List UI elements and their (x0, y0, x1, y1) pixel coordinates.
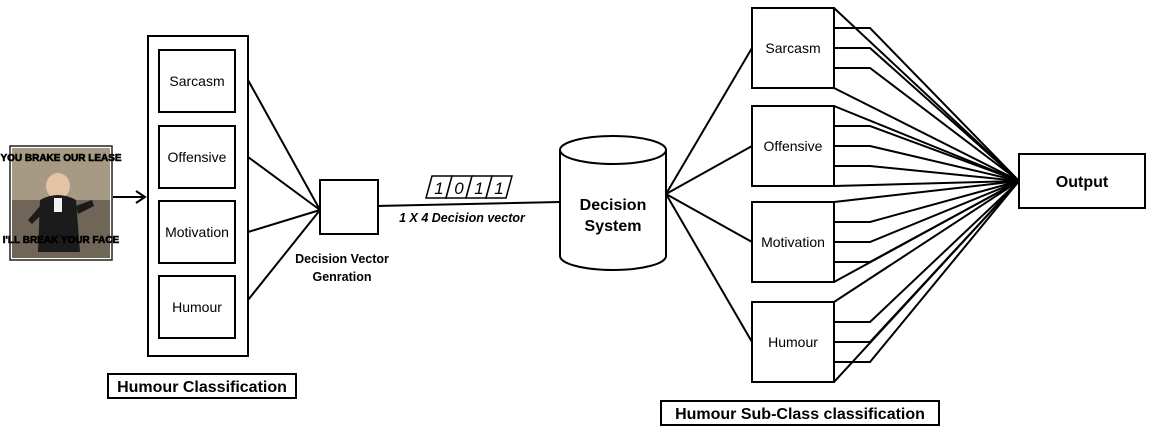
decision-system-label-line2: System (585, 218, 642, 235)
bit-cell (485, 175, 513, 199)
bit-value: 0 (454, 179, 464, 198)
classifier-connectors (247, 79, 321, 301)
humour-classification-caption: Humour Classification (117, 379, 287, 396)
decision-system-label-line1: Decision (580, 197, 647, 214)
decision-vector-box (319, 179, 379, 235)
connector-line (834, 27, 1020, 182)
connector-line (833, 180, 1020, 187)
connector-line (834, 165, 1020, 182)
humour-classification-caption-box (107, 373, 297, 399)
meme-image: YOU BRAKE OUR LEASE I'LL BREAK YOUR FACE (0, 145, 122, 261)
bit-value: 1 (474, 179, 483, 198)
sub-class-label: Sarcasm (765, 40, 820, 56)
connector-line (247, 209, 321, 301)
bit-value: 1 (494, 179, 503, 198)
class-label: Offensive (168, 149, 227, 165)
sub-class-box (751, 201, 835, 283)
decision-vector-caption-line1: Decision Vector (295, 252, 389, 266)
class-box (158, 275, 236, 339)
input-arrow (113, 190, 147, 204)
decision-vector-label: 1 X 4 Decision vector (399, 211, 526, 225)
connector-line (665, 47, 753, 195)
meme-top-text: YOU BRAKE OUR LEASE (0, 153, 121, 164)
connector-line (833, 180, 1020, 383)
sub-class-label: Offensive (764, 138, 823, 154)
decision-system-cylinder: Decision System (559, 135, 667, 271)
class-label: Motivation (165, 224, 229, 240)
connector-line (834, 180, 1020, 243)
bit-value: 1 (434, 179, 443, 198)
connector-line (834, 180, 1020, 363)
sub-class-caption-box (660, 400, 940, 426)
decision-vector-caption-line2: Genration (312, 270, 371, 284)
connector-line (834, 67, 1020, 182)
class-box (158, 49, 236, 113)
connector-line (834, 47, 1020, 182)
vector-connector (377, 201, 561, 207)
output-box (1018, 153, 1146, 209)
class-box (158, 200, 236, 264)
sub-class-label: Motivation (761, 234, 825, 250)
meme-bottom-text: I'LL BREAK YOUR FACE (3, 235, 120, 246)
connector-line (834, 180, 1020, 323)
class-label: Humour (172, 299, 222, 315)
connector-line (247, 79, 321, 211)
connector-line (834, 145, 1020, 182)
connector-line (833, 180, 1020, 303)
sub-class-caption: Humour Sub-Class classification (675, 406, 925, 423)
connector-line (665, 193, 753, 343)
sub-class-box (751, 105, 835, 187)
output-label: Output (1056, 174, 1109, 191)
decision-system-connectors (665, 47, 753, 343)
connector-line (665, 193, 753, 243)
output-connectors (833, 7, 1020, 383)
connector-line (834, 125, 1020, 182)
class-label: Sarcasm (169, 73, 224, 89)
class-box (158, 125, 236, 189)
connector-line (247, 209, 321, 233)
connector-line (833, 180, 1020, 283)
connector-line (665, 145, 753, 195)
connector-line (833, 105, 1020, 182)
connector-line (247, 156, 321, 211)
connector-line (833, 87, 1020, 182)
connector-line (834, 180, 1020, 223)
sub-class-label: Humour (768, 334, 818, 350)
connector-line (833, 180, 1020, 203)
